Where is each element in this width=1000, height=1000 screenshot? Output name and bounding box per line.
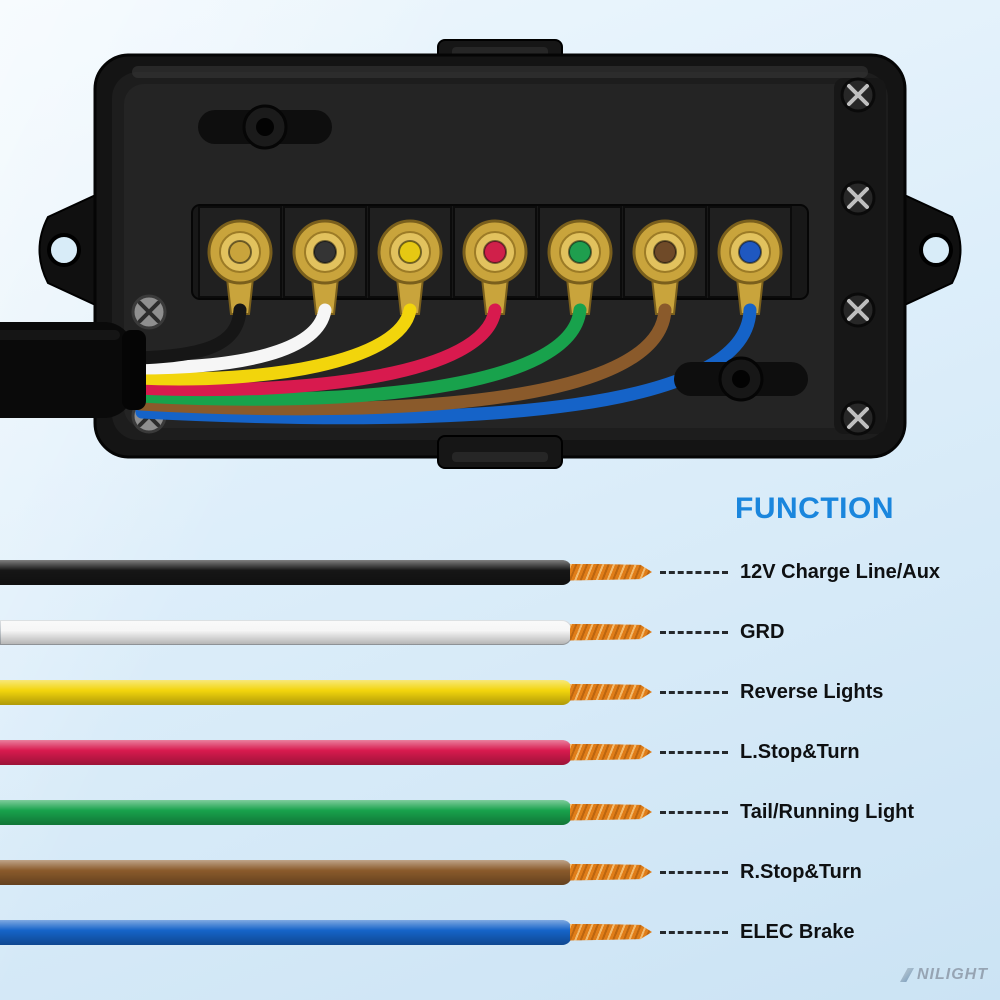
dashed-connector [660, 630, 728, 634]
function-heading: FUNCTION [735, 492, 894, 525]
brand-swoosh-icon [900, 968, 914, 982]
legend-row-black: 12V Charge Line/Aux [0, 556, 940, 588]
dashed-connector [660, 930, 728, 934]
legend-row-green: Tail/Running Light [0, 796, 914, 828]
dashed-connector [660, 750, 728, 754]
photo-wire-brown [133, 303, 672, 416]
terminal-6 [623, 206, 707, 315]
wire-black [0, 559, 572, 585]
copper-strands [570, 743, 652, 761]
screw-right-4 [840, 400, 876, 436]
wire-brown [0, 859, 572, 885]
dashed-connector [660, 870, 728, 874]
screw-right-2 [840, 180, 876, 216]
terminal-screw-1 [228, 240, 252, 264]
screw-right-1 [840, 77, 876, 113]
photo-wire-red [131, 303, 502, 397]
legend-row-red: L.Stop&Turn [0, 736, 860, 768]
copper-strands [570, 863, 652, 881]
left-mounting-hole [47, 233, 81, 267]
terminal-4 [453, 206, 537, 315]
photo-wire-blue [135, 303, 757, 425]
dashed-connector [660, 570, 728, 574]
right-bracket [834, 78, 886, 434]
terminal-2 [283, 206, 367, 315]
wire-green [0, 799, 572, 825]
cable-gland [122, 330, 146, 410]
wire-yellow [0, 679, 572, 705]
copper-strands [570, 803, 652, 821]
wire-red [0, 739, 572, 765]
wire-function-label: Tail/Running Light [740, 800, 915, 823]
terminal-5 [538, 206, 622, 315]
wire-function-label: R.Stop&Turn [740, 860, 862, 883]
copper-strands [570, 923, 652, 941]
brand-logo: NILIGHT [900, 966, 988, 984]
trunk-cable [0, 322, 146, 418]
photo-wire-white [131, 303, 332, 375]
wire-blue [0, 919, 572, 945]
legend-row-white: GRD [0, 616, 784, 648]
wire-function-label: L.Stop&Turn [740, 740, 860, 763]
right-mounting-tab [899, 191, 962, 309]
copper-strands [570, 623, 652, 641]
photo-wire-black [129, 303, 247, 365]
bottom-latch-clip [437, 435, 563, 469]
terminal-screw-3 [398, 240, 422, 264]
wing-nut-top [198, 104, 332, 150]
terminal-screw-7 [738, 240, 762, 264]
dashed-connector [660, 690, 728, 694]
terminal-1 [198, 206, 282, 315]
wire-function-label: 12V Charge Line/Aux [740, 560, 941, 583]
screw-right-3 [840, 292, 876, 328]
screw-left-1 [131, 294, 167, 330]
legend-row-blue: ELEC Brake [0, 916, 855, 948]
terminal-screw-6 [653, 240, 677, 264]
wing-nut-bottom [674, 356, 808, 402]
terminal-7 [708, 206, 792, 315]
terminal-screw-4 [483, 240, 507, 264]
terminal-3 [368, 206, 452, 315]
wire-function-label: GRD [740, 620, 785, 643]
copper-strands [570, 683, 652, 701]
junction-box-photo [0, 39, 962, 469]
legend-row-yellow: Reverse Lights [0, 676, 883, 708]
photo-wire-yellow [131, 303, 417, 386]
terminal-screw-5 [568, 240, 592, 264]
brand-name: NILIGHT [917, 966, 988, 983]
legend-row-brown: R.Stop&Turn [0, 856, 862, 888]
left-mounting-tab [38, 191, 101, 309]
copper-strands [570, 563, 652, 581]
photo-wire-green [133, 303, 587, 406]
wire-function-label: ELEC Brake [740, 920, 855, 943]
terminal-screw-2 [313, 240, 337, 264]
right-mounting-hole [919, 233, 953, 267]
wire-white [0, 619, 572, 645]
box-body [93, 53, 907, 459]
wire-function-label: Reverse Lights [740, 680, 884, 703]
dashed-connector [660, 810, 728, 814]
